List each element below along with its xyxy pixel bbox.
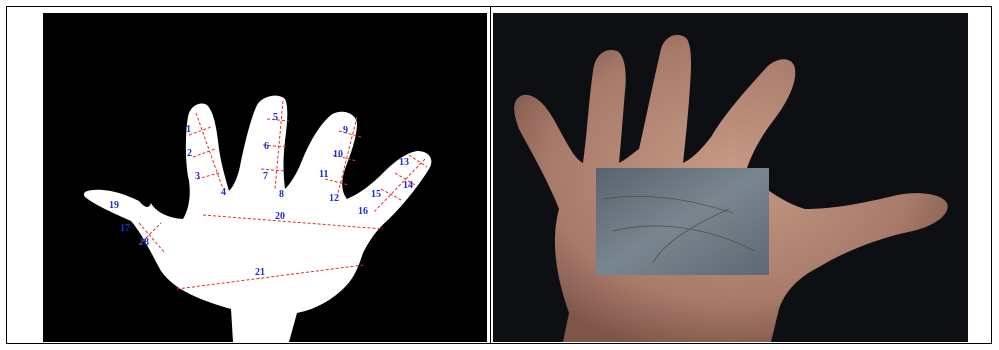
label-10: 10 (333, 149, 343, 160)
label-13: 13 (399, 157, 409, 168)
hand-silhouette-svg: 1 2 3 4 5 6 7 8 9 10 11 12 13 14 15 16 1… (43, 13, 487, 342)
label-17: 17 (120, 223, 130, 234)
label-18: 18 (139, 237, 149, 248)
label-6: 6 (264, 141, 269, 152)
label-4: 4 (221, 187, 226, 198)
label-2: 2 (187, 148, 192, 159)
hand-silhouette-panel: 1 2 3 4 5 6 7 8 9 10 11 12 13 14 15 16 1… (43, 13, 487, 342)
palm-roi (596, 168, 769, 275)
label-21: 21 (255, 267, 265, 278)
label-8: 8 (279, 189, 284, 200)
panel-divider (490, 6, 491, 344)
label-20: 20 (275, 211, 285, 222)
label-1: 1 (186, 124, 191, 135)
label-14: 14 (403, 180, 413, 191)
label-12: 12 (329, 193, 339, 204)
label-3: 3 (195, 171, 200, 182)
label-9: 9 (343, 125, 348, 136)
hand-photo-svg (493, 13, 968, 342)
label-5: 5 (273, 112, 278, 123)
hand-photo-panel (493, 13, 968, 342)
label-11: 11 (319, 169, 328, 180)
label-19: 19 (109, 200, 119, 211)
label-16: 16 (358, 206, 368, 217)
label-7: 7 (263, 171, 268, 182)
hand-silhouette (84, 96, 431, 342)
label-15: 15 (371, 189, 381, 200)
